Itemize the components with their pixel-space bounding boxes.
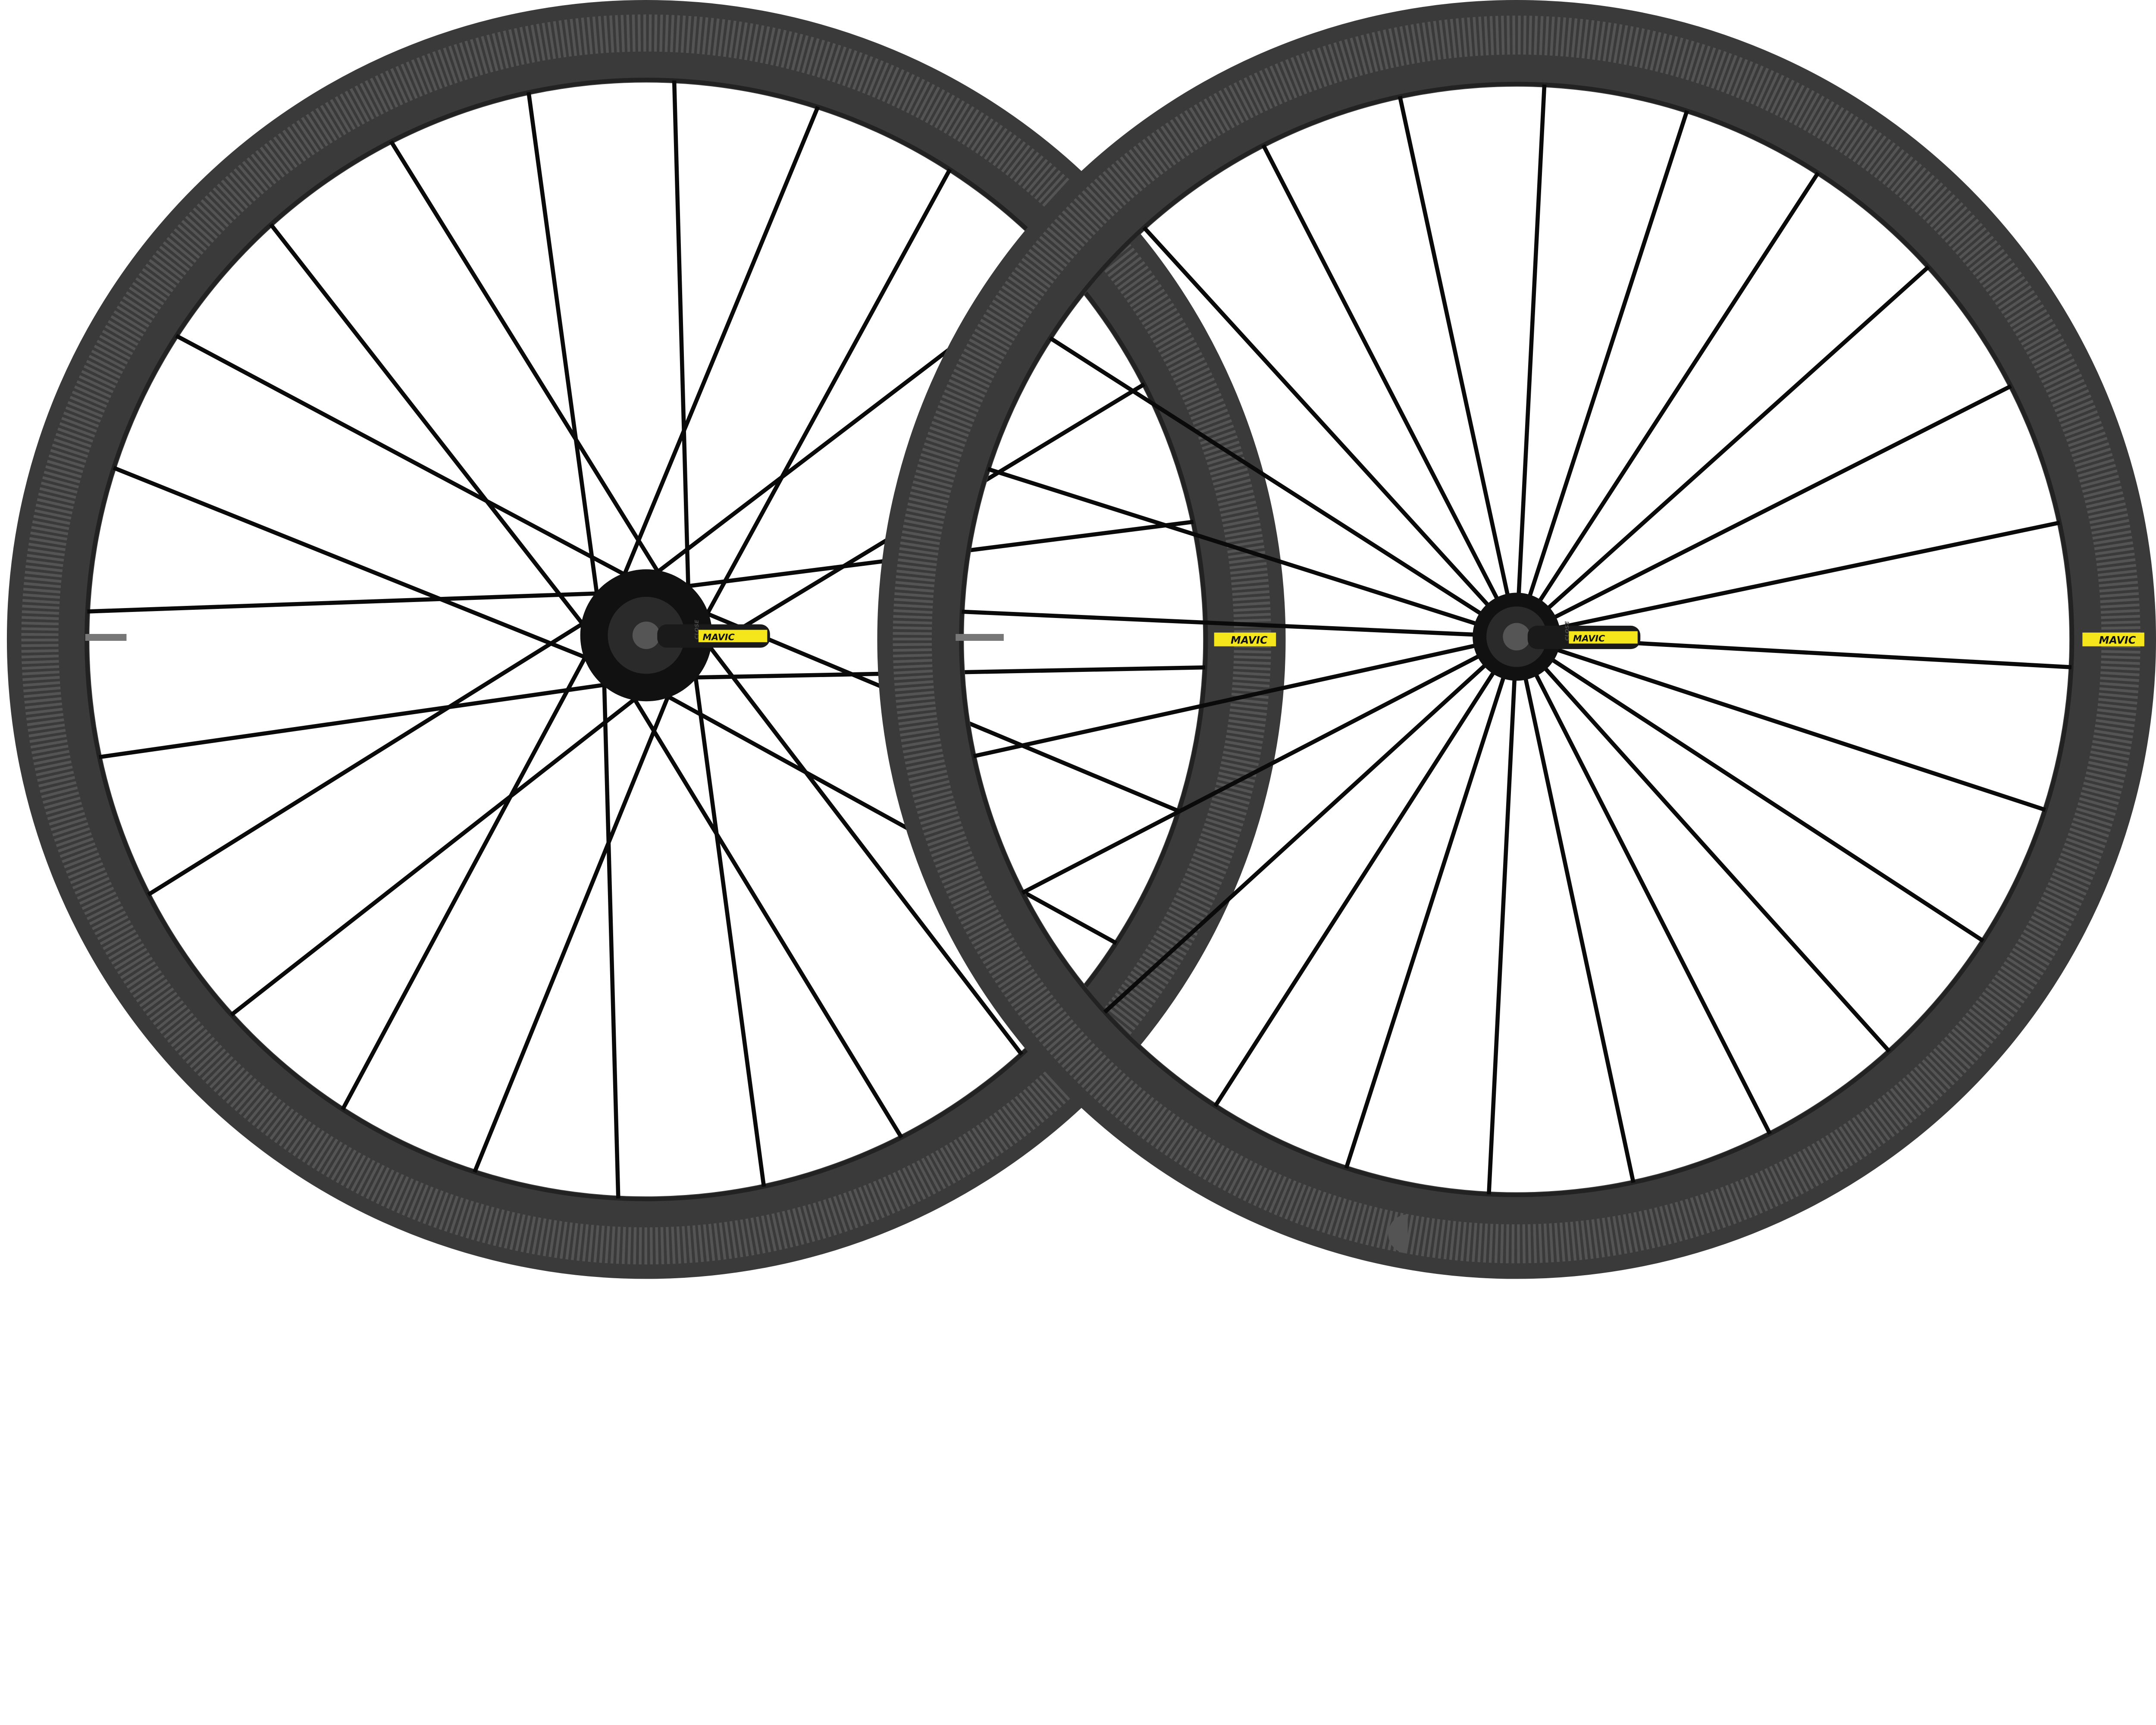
lever-brand-stripe [698, 630, 768, 643]
lever-close-label: CLOSE [694, 620, 700, 640]
spoke [962, 609, 1481, 637]
spoke [691, 658, 766, 1187]
spoke [389, 140, 670, 589]
spoke [650, 685, 1118, 945]
spoke [1487, 672, 1517, 1195]
spoke [1021, 651, 1486, 895]
spoke [1539, 662, 1891, 1053]
spoke [526, 92, 602, 613]
spoke [615, 106, 820, 593]
spoke [1344, 670, 1508, 1169]
spoke [696, 168, 952, 631]
spoke [1545, 654, 1984, 943]
spoke [1516, 84, 1547, 601]
spoke [973, 642, 1482, 759]
spoke [1551, 521, 2060, 631]
spoke [1550, 646, 2046, 812]
spoke [87, 590, 616, 614]
spoke [1547, 384, 2012, 622]
spoke [1261, 144, 1502, 606]
rim-decal [1214, 632, 1276, 646]
spoke [147, 612, 600, 897]
axle-end [1503, 623, 1531, 651]
spoke [269, 223, 596, 640]
lever-close-label: CLOSE [1564, 621, 1570, 641]
spoke [1534, 172, 1820, 608]
axle-end [632, 621, 660, 649]
valve-stem [956, 634, 1004, 641]
spoke [1531, 668, 1772, 1135]
spoke [602, 665, 620, 1199]
spoke [175, 334, 642, 585]
spoke [1522, 671, 1636, 1183]
spoke [1103, 659, 1492, 1014]
spoke [696, 630, 1024, 1056]
lever-brand-logo: MAVIC [1573, 634, 1605, 644]
valve-stem [85, 634, 127, 641]
spoke [1542, 265, 1930, 615]
spoke [1142, 226, 1495, 612]
rim-decal-logo: MAVIC [1231, 634, 1268, 646]
spoke [1049, 336, 1488, 619]
spoke [987, 467, 1483, 628]
lever-brand-stripe [1569, 631, 1638, 644]
spoke [99, 680, 624, 759]
lever-brand-logo: MAVIC [702, 632, 734, 642]
spoke [1398, 96, 1511, 602]
spoke [672, 80, 691, 605]
rim-decal [2082, 632, 2144, 646]
spoke [623, 682, 903, 1139]
spoke [230, 686, 651, 1017]
spoke [113, 466, 604, 666]
spoke [473, 678, 677, 1173]
spoke [341, 639, 596, 1111]
spoke [1526, 110, 1689, 603]
spoke [1213, 665, 1499, 1107]
rim-decal-logo: MAVIC [2099, 634, 2136, 646]
